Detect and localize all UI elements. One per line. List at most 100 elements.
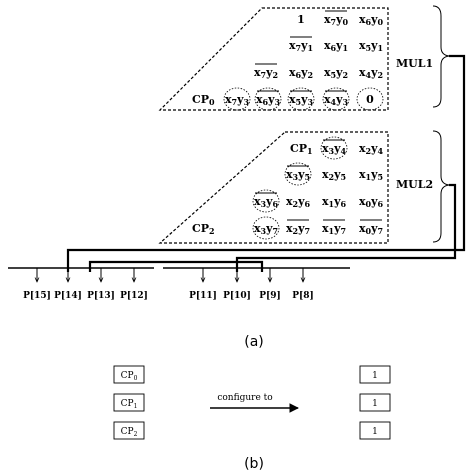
mul2-term-r0-c0: x3y4: [320, 136, 348, 160]
mul1-term-r1-c0: x7y1: [289, 36, 313, 53]
config-output-box-2: [359, 421, 391, 440]
mul1-label: MUL1: [396, 57, 433, 70]
config-input-box-2: [113, 421, 145, 440]
config-input-label-1: CP1: [121, 399, 138, 410]
output-bits-high: P[15]P[14] P[13] P[12]: [23, 268, 148, 301]
mul2-term-r1-c0-circle: [284, 162, 312, 186]
mul1-route: [66, 54, 466, 272]
mul1-term-r3-c0: x7y3: [223, 87, 251, 111]
mul2-term-r2-c1: x2y6: [286, 195, 311, 209]
mul1-terms: 1 x7y0 x6y0 x7y1 x6y1 x5y1 x7y2 x6y2 x5y2 x4y2 x7y…: [192, 10, 384, 111]
mul2-label: MUL2: [396, 178, 433, 191]
config-input-box-1: [113, 393, 145, 412]
mul1-cp: CP0: [192, 93, 215, 107]
mul2-term-r3-c3-text: x0y7: [359, 222, 383, 236]
mul1-term-r1-c1: x6y1: [324, 39, 348, 53]
mul2-term-r3-c0-circle: [252, 216, 280, 240]
output-low-label-0: P[11]: [189, 291, 217, 301]
mul2-term-r1-c0: x3y5: [284, 162, 312, 186]
caption-b: (b): [244, 456, 264, 472]
mul1-term-r0-c2-text: x6y0: [359, 13, 384, 27]
mul1-term-r2-c3: x4y2: [359, 66, 383, 80]
config-output-label-1: 1: [372, 399, 378, 409]
mul1-term-r3-c3-text: x4y3: [324, 93, 349, 107]
mul1-term-r3-c3: x4y3: [322, 87, 350, 111]
mul1-term-r3-c0-text: x7y3: [225, 93, 250, 107]
mul2-term-r2-c0-text: x3y6: [254, 195, 279, 209]
mul1-term-r3-c2: x5y3: [287, 87, 315, 111]
mul2-term-r3-c2: x1y7: [322, 219, 346, 236]
config-input-box-0: [113, 365, 145, 384]
output-high-label-1: P[14]: [54, 291, 82, 301]
config-output-label-0: 1: [372, 371, 378, 381]
output-bits-low: P[11]P[10]P[9]P[8]: [189, 268, 314, 301]
mul2-term-r1-c1: x2y5: [322, 168, 346, 182]
mul2-term-r2-c3: x0y6: [359, 195, 384, 209]
mul2-term-r0-c0-text: x3y4: [322, 142, 347, 156]
mul2-cp2: CP2: [192, 222, 215, 236]
mul1-term-r3-c0-circle: [223, 87, 251, 111]
mul1-term-r2-c2-text: x5y2: [324, 66, 348, 80]
mul2-term-r2-c2-text: x1y6: [322, 195, 347, 209]
mul1-term-r3-c2-circle: [287, 87, 315, 111]
mul1-term-r3-c4-circle: [356, 87, 384, 111]
mul1-term-r2-c3-text: x4y2: [359, 66, 383, 80]
mul2-region: [158, 131, 389, 244]
mul2-term-r2-c3-text: x0y6: [359, 195, 384, 209]
configure-label: configure to: [217, 393, 272, 403]
mul2-term-r0-c0-circle: [320, 136, 348, 160]
mul1-term-r1-c2-text: x5y1: [359, 39, 383, 53]
mul2-term-r1-c2: x1y5: [359, 168, 383, 182]
mul1-term-r2-c1-text: x6y2: [289, 66, 313, 80]
mul1-term-r3-c1-text: x6y3: [256, 93, 281, 107]
mul1-term-r0-c0: 1: [297, 13, 305, 26]
mul2-term-r0-c1: x2y4: [359, 142, 384, 156]
output-low-label-2: P[9]: [259, 291, 281, 301]
mul2-term-r3-c0-text: x3y7: [254, 222, 278, 236]
output-high-label-0: P[15]: [23, 291, 51, 301]
mul1-term-r0-c2: x6y0: [359, 13, 384, 27]
config-outputs: 1 1 1: [359, 365, 391, 440]
mul2-term-r2-c1-text: x2y6: [286, 195, 311, 209]
mul2-cp1: CP1: [290, 142, 313, 156]
mul2-term-r3-c1-text: x2y7: [286, 222, 310, 236]
mul2-terms: x3y4 x2y4 x3y5 x2y5 x1y5 x3y6 x2y6 x1y6 x0y6 x3y7…: [192, 136, 384, 240]
config-output-box-0: [359, 365, 391, 384]
mul2-term-r2-c2: x1y6: [322, 195, 347, 209]
config-input-label-0: CP0: [121, 371, 138, 382]
mul1-term-r3-c1-circle: [254, 87, 282, 111]
mul1-term-r2-c1: x6y2: [289, 66, 313, 80]
mul1-term-r1-c0-text: x7y1: [289, 39, 313, 53]
config-output-label-2: 1: [372, 427, 378, 437]
mul2-term-r3-c0: x3y7: [252, 216, 280, 240]
output-low-label-1: P[10]: [223, 291, 251, 301]
output-high-label-3: P[12]: [120, 291, 148, 301]
mul1-term-r3-c3-circle: [322, 87, 350, 111]
mul1-brace: [432, 5, 450, 108]
mul1-term-r3-c2-text: x5y3: [289, 93, 314, 107]
config-output-box-1: [359, 393, 391, 412]
mul1-term-r3-c4: 0: [356, 87, 384, 111]
config-input-label-2: CP2: [121, 427, 138, 438]
mul2-term-r1-c1-text: x2y5: [322, 168, 346, 182]
caption-a: (a): [244, 334, 264, 350]
mul2-term-r1-c2-text: x1y5: [359, 168, 383, 182]
mul2-term-r0-c1-text: x2y4: [359, 142, 384, 156]
mul2-term-r2-c0: x3y6: [252, 189, 280, 213]
output-high-label-2: P[13]: [87, 291, 115, 301]
mul1-term-r2-c0-text: x7y2: [254, 66, 278, 80]
carry-route: [88, 260, 264, 272]
mul1-term-r0-c1-text: x7y0: [324, 13, 349, 27]
mul1-region: [158, 7, 389, 111]
mul2-brace: [432, 130, 450, 243]
mul1-term-r3-c1: x6y3: [254, 87, 282, 111]
mul1-term-r3-c4-text: 0: [366, 93, 374, 106]
mul1-term-r1-c1-text: x6y1: [324, 39, 348, 53]
mul1-term-r1-c2: x5y1: [359, 39, 383, 53]
mul1-term-r2-c0: x7y2: [254, 63, 278, 80]
mul2-term-r3-c3: x0y7: [359, 219, 383, 236]
mul2-term-r3-c1: x2y7: [286, 219, 310, 236]
mul1-term-r2-c2: x5y2: [324, 66, 348, 80]
